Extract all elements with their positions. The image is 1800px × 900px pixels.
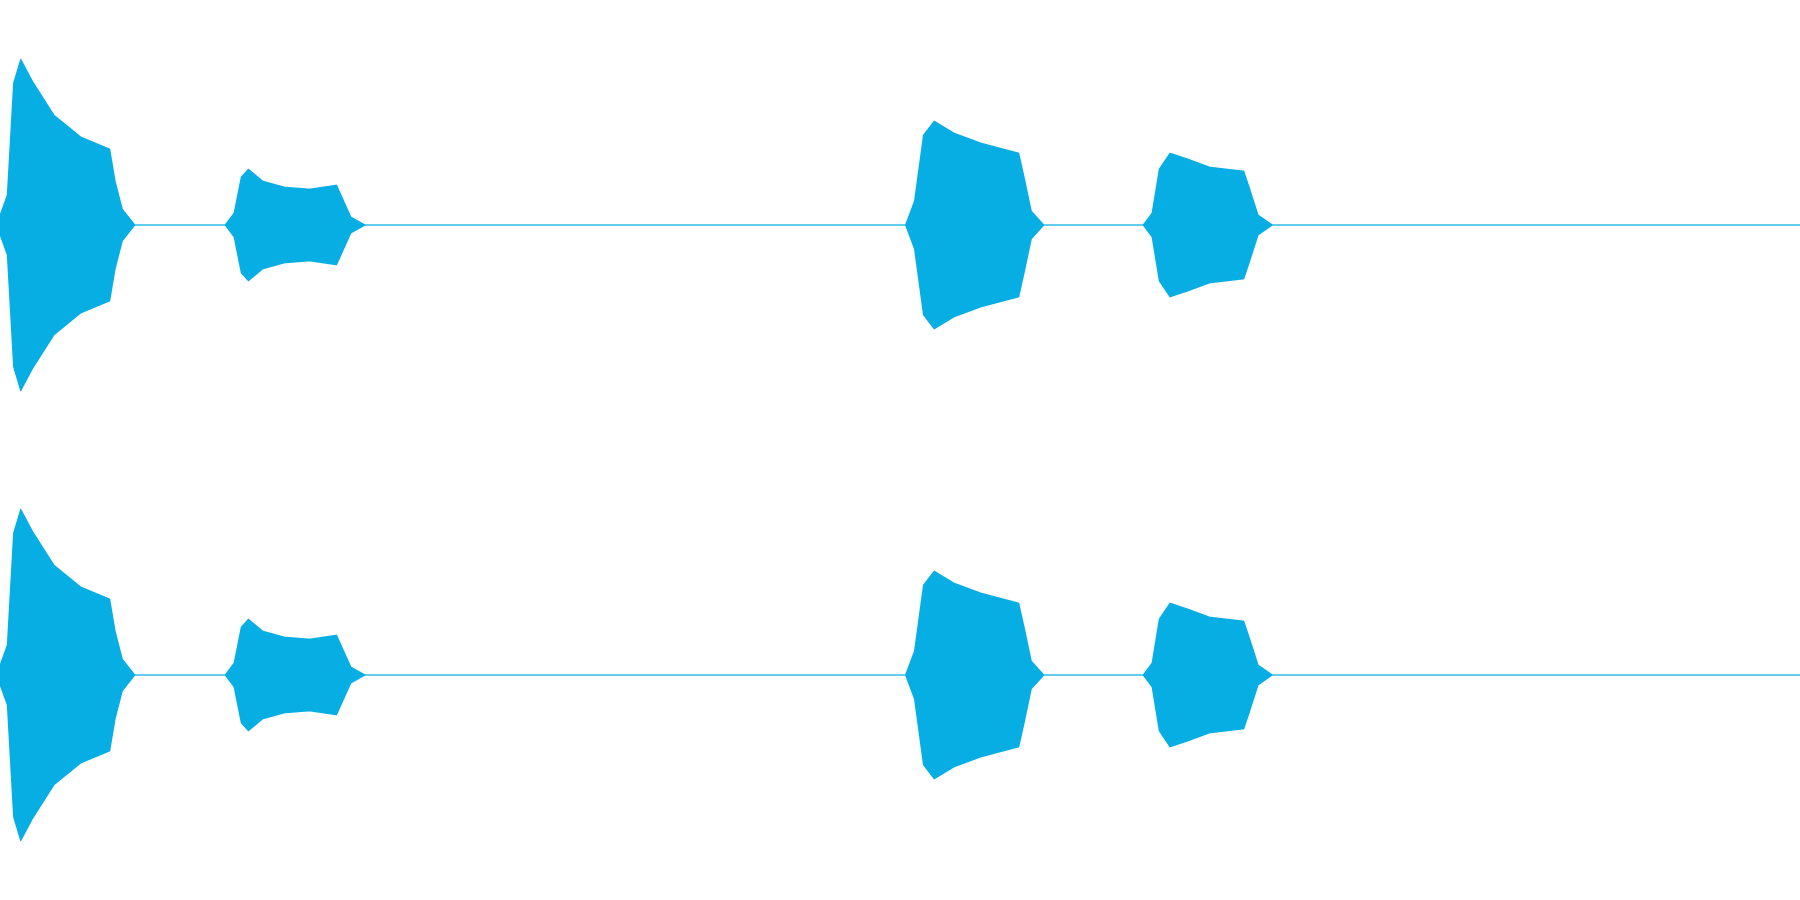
waveform-segment: [0, 58, 136, 392]
waveform-segment: [1142, 602, 1273, 748]
waveform-segment: [224, 618, 366, 732]
waveform-segment: [905, 120, 1045, 330]
channel-1: [0, 58, 1800, 392]
waveform-segment: [0, 508, 136, 842]
waveform-segment: [224, 168, 366, 282]
waveform-segment: [905, 570, 1045, 780]
waveform-segment: [1142, 152, 1273, 298]
channel-2: [0, 508, 1800, 842]
